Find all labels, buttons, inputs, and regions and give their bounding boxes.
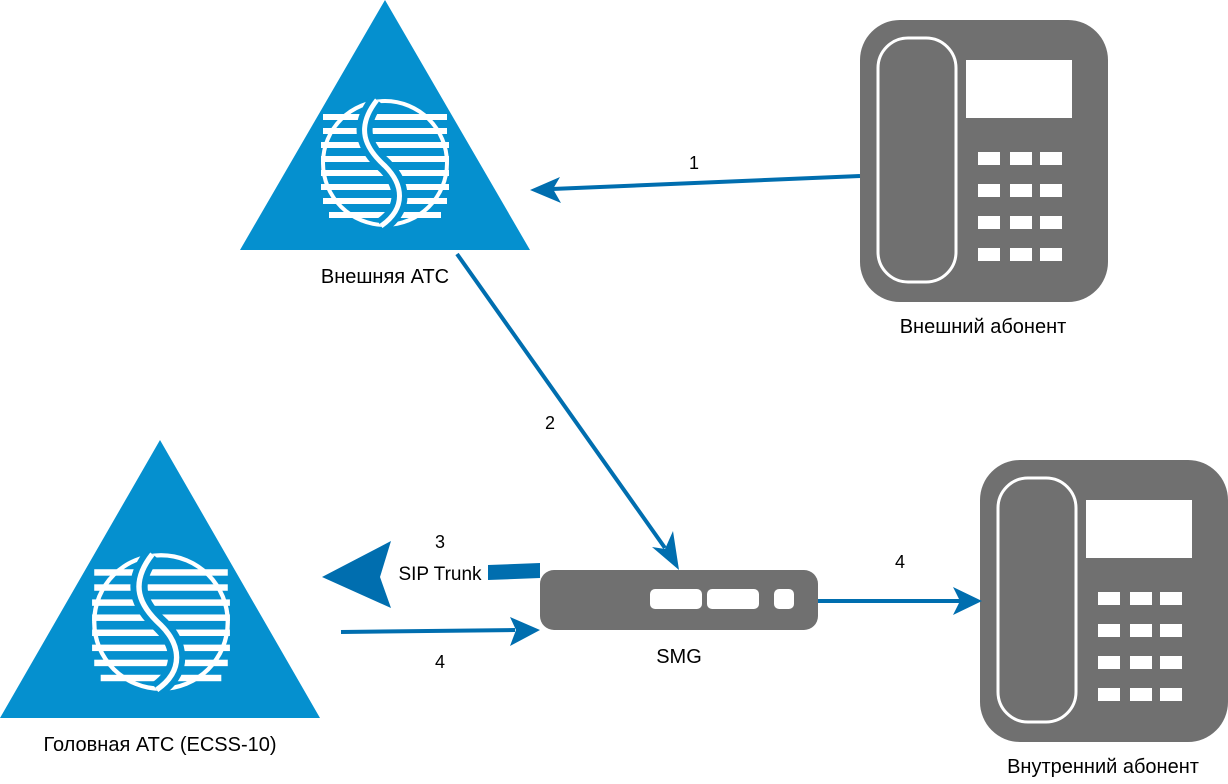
edge-4-step-label: 4 xyxy=(434,652,446,672)
external-pbx-icon[interactable] xyxy=(240,0,530,250)
edge-1-step-label: 1 xyxy=(688,153,700,173)
edge-3-step-label: 3 xyxy=(434,532,446,552)
internal-subscriber-label: Внутренний абонент xyxy=(1007,756,1199,778)
edge-2-step-label: 2 xyxy=(544,413,556,433)
external-subscriber-phone-icon[interactable] xyxy=(860,20,1108,302)
head-pbx-icon[interactable] xyxy=(0,440,320,718)
edge-2-arrow xyxy=(455,252,679,570)
internal-subscriber-phone-icon[interactable] xyxy=(980,460,1228,742)
edge-4-arrow-to-smg xyxy=(340,617,540,646)
smg-label: SMG xyxy=(656,646,702,668)
edge-3-sip-trunk-arrow xyxy=(322,541,540,608)
sip-trunk-label: SIP Trunk xyxy=(397,564,483,586)
edge-4-arrow-to-internal xyxy=(818,587,982,615)
external-subscriber-label: Внешний абонент xyxy=(899,316,1067,338)
edge-1-arrow xyxy=(530,174,861,203)
head-pbx-label: Головная АТС (ECSS-10) xyxy=(43,734,277,756)
smg-device-icon[interactable] xyxy=(540,570,818,630)
edge-4b-step-label: 4 xyxy=(894,552,906,572)
external-pbx-label: Внешняя АТС xyxy=(320,266,450,288)
